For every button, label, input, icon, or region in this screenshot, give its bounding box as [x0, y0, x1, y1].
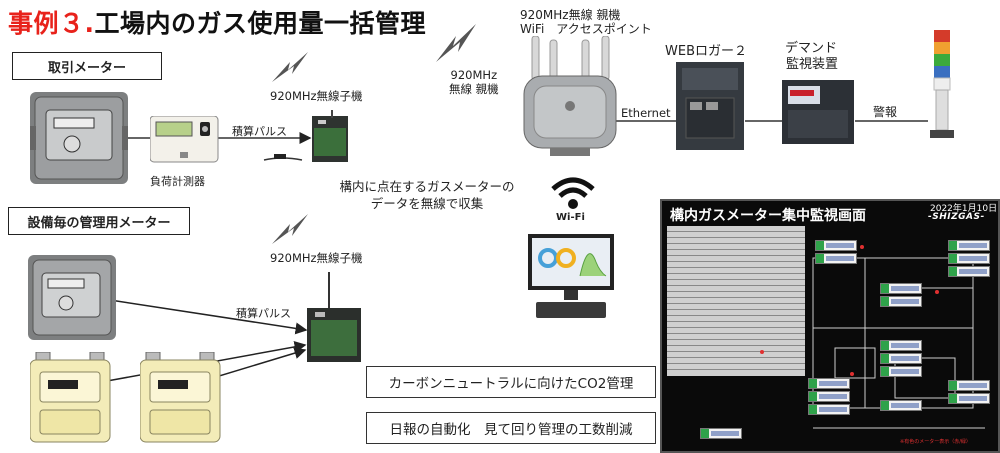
wireless-child-device-top-icon [263, 110, 348, 162]
meter-tile [880, 340, 922, 351]
meter-tile [880, 366, 922, 377]
carbon-neutral-box: カーボンニュートラルに向けたCO2管理 [366, 366, 656, 398]
torihiki-meter-text: 取引メーター [47, 60, 126, 76]
note-line-1: 構内に点在するガスメーターの [339, 179, 515, 194]
wifi-icon [551, 177, 595, 209]
wireless-child-device-bottom-icon [307, 272, 361, 362]
floor-plan-lines [812, 257, 985, 429]
meter-tile [880, 296, 922, 307]
lightning-bolt-icon [272, 214, 308, 244]
meter-tile [880, 283, 922, 294]
meter-tile [948, 393, 990, 404]
ap-label-line1: 920MHz無線 親機 [520, 8, 621, 22]
meter-tile [948, 240, 990, 251]
meter-data-table [667, 226, 805, 376]
meter-tile [815, 240, 857, 251]
alert-dot [935, 290, 939, 294]
alert-dot [760, 350, 764, 354]
meter-tile [700, 428, 742, 439]
weblogger-device-icon [676, 62, 744, 150]
monitoring-screen-footer: ※有色のメーター表示（赤/緑） [900, 439, 971, 445]
meter-tile [948, 380, 990, 391]
alert-dot [850, 372, 854, 376]
title-main: 工場内のガス使用量一括管理 [94, 9, 427, 38]
pulse-label-bottom: 積算パルス [236, 307, 291, 320]
torihiki-meter-label: 取引メーター [12, 52, 162, 80]
report-automation-text: 日報の自動化 見て回り管理の工数削減 [389, 422, 633, 438]
lightning-bolt-icon [436, 24, 476, 62]
wireless-child-label-top: 920MHz無線子機 [270, 89, 363, 103]
lightning-bolt-icon [272, 52, 308, 82]
monitoring-screen-date: 2022年1月10日 [930, 204, 998, 214]
wireless-parent-label: 920MHz 無線 親機 [449, 68, 499, 96]
meter-tile [815, 253, 857, 264]
wireless-child-label-bottom: 920MHz無線子機 [270, 251, 363, 265]
pc-monitor-icon [528, 234, 614, 318]
monitoring-screen-brand: -SHIZGAS- [928, 212, 985, 222]
demand-label-line1: デマンド [785, 41, 838, 56]
meter-tile [880, 400, 922, 411]
gas-meter-yellow-right-icon [140, 352, 221, 443]
alert-dot [860, 245, 864, 249]
weblogger-label: WEBロガー２ [665, 44, 747, 59]
gas-meter-top-icon [30, 92, 128, 184]
meter-tile [808, 378, 850, 389]
pulse-label-top: 積算パルス [232, 125, 287, 138]
meter-tile [808, 391, 850, 402]
page-title: 事例３.工場内のガス使用量一括管理 [8, 4, 426, 40]
meter-tile [880, 353, 922, 364]
collection-note: 構内に点在するガスメーターの データを無線で収集 [322, 178, 532, 212]
gas-meter-yellow-left-icon [30, 352, 111, 443]
report-automation-box: 日報の自動化 見て回り管理の工数削減 [366, 412, 656, 444]
alarm-label: 警報 [873, 105, 898, 119]
setsubi-meter-label: 設備毎の管理用メーター [8, 207, 190, 235]
carbon-neutral-text: カーボンニュートラルに向けたCO2管理 [388, 376, 634, 392]
ethernet-label: Ethernet [621, 106, 671, 120]
gas-meter-grey-icon [28, 255, 116, 340]
load-meter-icon [150, 116, 219, 163]
monitoring-screen-title: 構内ガスメーター集中監視画面 [670, 208, 866, 224]
meter-tile [808, 404, 850, 415]
load-meter-label: 負荷計測器 [150, 175, 205, 188]
wifi-label: Wi-Fi [556, 212, 585, 223]
meter-tile [948, 266, 990, 277]
access-point-icon [523, 36, 617, 156]
title-number: 事例３. [8, 9, 95, 38]
demand-monitor-icon [782, 80, 854, 144]
meter-tile [948, 253, 990, 264]
demand-label-line2: 監視装置 [786, 57, 839, 72]
note-line-2: データを無線で収集 [370, 196, 484, 211]
signal-tower-icon [930, 30, 954, 138]
setsubi-meter-text: 設備毎の管理用メーター [27, 215, 171, 231]
ap-label-line2: WiFi アクセスポイント [520, 22, 652, 36]
